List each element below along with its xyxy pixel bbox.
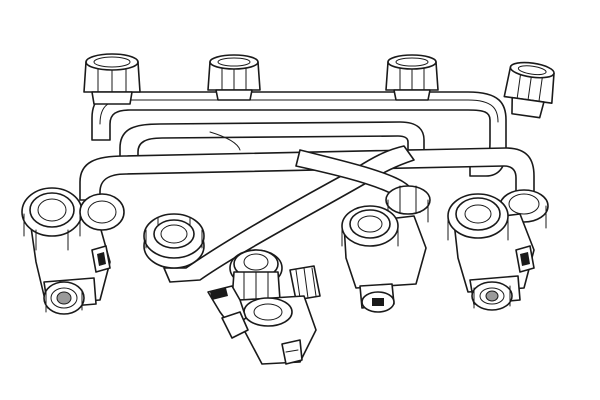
right-ball-valve [447, 189, 549, 311]
top-compression-nut-3 [385, 54, 439, 101]
lower-manifold-pipe [79, 147, 535, 201]
top-compression-nut-2 [207, 54, 261, 101]
loose-compression-nut [143, 213, 205, 269]
top-compression-nut-4 [503, 61, 555, 119]
top-compression-nut-1 [83, 53, 141, 105]
rear-manifold-pipe [119, 121, 425, 171]
left-ball-valve [21, 187, 125, 315]
right-center-ball-valve [341, 185, 431, 313]
center-ball-valve [207, 249, 321, 365]
